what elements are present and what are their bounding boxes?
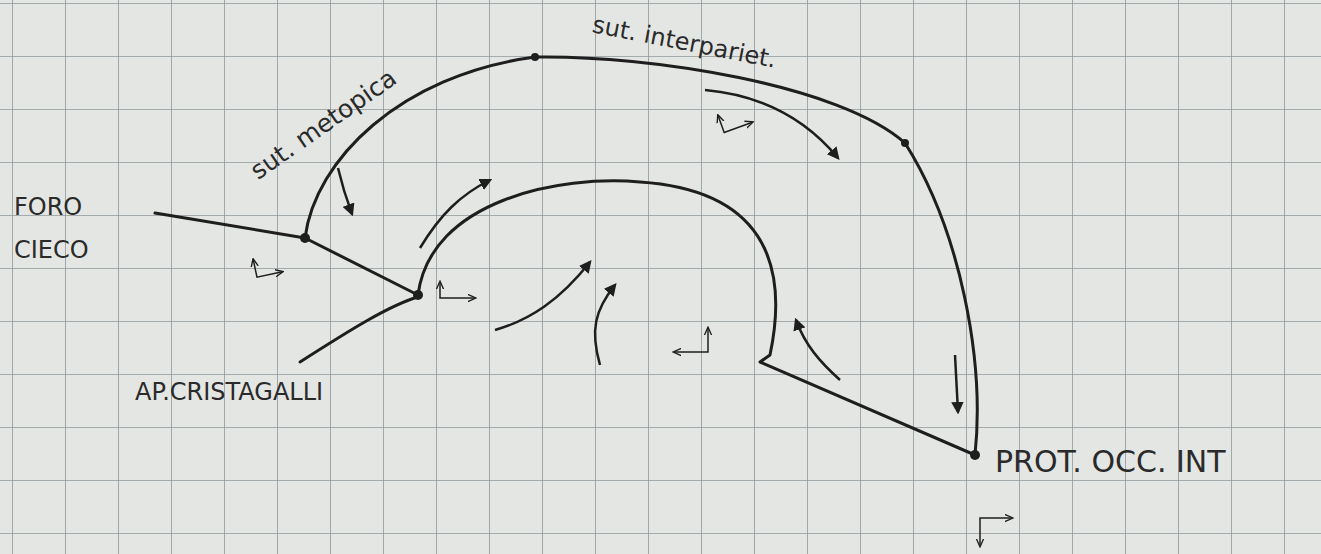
growth-arrows — [338, 90, 958, 412]
part-label: AP.CRISTAGALLI — [135, 378, 323, 407]
displacement-symbols — [253, 105, 1012, 546]
landmark-dots — [300, 53, 980, 460]
part-label: PROT. OCC. INT — [995, 444, 1226, 480]
part-label: FORO CIECO — [14, 186, 146, 272]
